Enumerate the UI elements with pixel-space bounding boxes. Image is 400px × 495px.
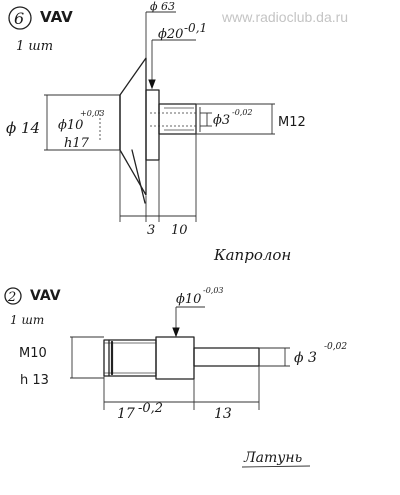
part1-number-circle [8, 6, 32, 30]
part1-len-right: 10 [171, 223, 188, 238]
part2-len-right: 13 [214, 406, 232, 422]
part1-head-diameter: ϕ 14 [6, 119, 40, 137]
part2-thread-fit: h 13 [20, 373, 49, 388]
part1-hole-tol: -0,02 [232, 108, 253, 117]
part1-cone-body [119, 57, 147, 196]
part2-collar [155, 336, 195, 380]
part1-shank-tol: +0,03 [80, 109, 105, 118]
part1-flange-diameter: ϕ20 [158, 27, 183, 42]
part2-thread: M10 [19, 346, 47, 361]
part2-collar-diameter: ϕ10 [176, 292, 201, 307]
part1-shank-fit: h17 [64, 136, 90, 151]
part2-pin [193, 347, 260, 367]
part1-flange-arrow [148, 79, 156, 90]
part1-number: 6 [14, 9, 24, 28]
part2-len-left: 17 [117, 406, 135, 422]
part1-thread: M12 [278, 115, 306, 130]
part1-hole-diameter: ϕ3 [213, 113, 230, 128]
part2-len-left-tol: -0,2 [138, 401, 163, 416]
part2-material-note: Латунь [243, 450, 302, 466]
watermark: www.radioclub.da.ru [221, 9, 348, 25]
part2-pin-tol: -0,02 [324, 342, 347, 352]
part2-number-circle [4, 287, 22, 305]
part2-quantity: 1 шт [10, 313, 44, 327]
part1-header: 6 VAV 1 шт [8, 6, 73, 54]
part1-flange-tol: -0,1 [184, 21, 207, 35]
part1-material-note: Капролон [213, 246, 291, 264]
part1-len-left: 3 [147, 223, 155, 238]
part1-top-diameter: ϕ 63 [150, 0, 175, 13]
part1-flange [145, 89, 160, 161]
part2-header: 2 VAV 1 шт [4, 287, 61, 327]
part1-drawing: ϕ 14 ϕ10 +0,03 h17 ϕ3 -0,02 M12 [6, 0, 306, 264]
part1-threaded-shank [158, 103, 197, 135]
part2-pin-diameter: ϕ 3 [294, 350, 317, 366]
part1-quantity: 1 шт [16, 39, 53, 54]
part1-shank-diameter: ϕ10 [58, 118, 83, 133]
part2-material-underline [241, 465, 311, 468]
part1-cone-edge [131, 149, 146, 204]
part1-material: VAV [40, 8, 73, 26]
part2-material: VAV [30, 288, 61, 304]
part2-drawing: ϕ10 -0,03 M10 h 13 ϕ 3 -0,02 17 -0,2 13 … [19, 286, 347, 468]
part2-number: 2 [7, 290, 16, 305]
part2-collar-tol: -0,03 [203, 286, 224, 295]
